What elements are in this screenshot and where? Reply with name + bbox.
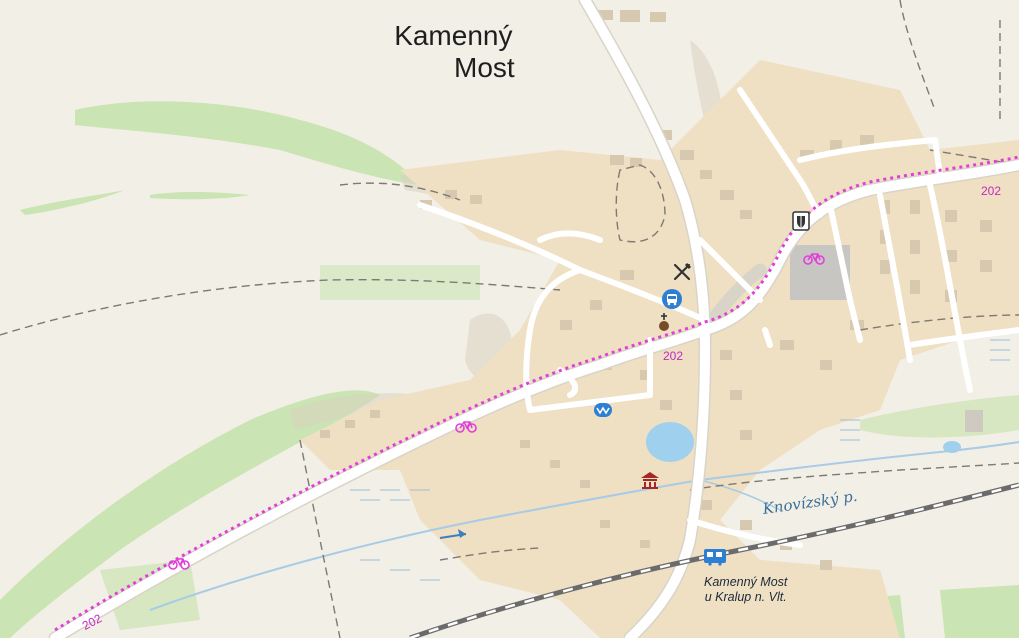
route-label-202-center: 202 [663, 349, 684, 363]
station-label[interactable]: Kamenný Most u Kralup n. Vlt. [704, 575, 787, 605]
monument-icon[interactable] [639, 470, 661, 490]
railway-layer [409, 482, 1019, 638]
station-label-line2: u Kralup n. Vlt. [704, 590, 787, 604]
train-station-icon[interactable] [703, 546, 727, 566]
route-label-202-east: 202 [981, 184, 1002, 198]
bicycle-route-icon-east[interactable] [803, 250, 825, 266]
pond [646, 422, 694, 462]
wetland-layer [350, 339, 1010, 581]
flow-direction-arrow [439, 529, 467, 539]
restaurant-icon[interactable] [672, 262, 694, 284]
place-label[interactable]: Kamenný Most [392, 20, 515, 84]
town-hall-icon[interactable] [791, 210, 811, 232]
place-label-line2: Most [454, 52, 515, 83]
cycle-route-202[interactable] [54, 155, 1019, 632]
bicycle-route-icon-west[interactable] [168, 555, 190, 571]
bus-stop-icon[interactable] [661, 288, 683, 310]
buildings-layer [320, 10, 992, 570]
water-source-icon[interactable] [593, 402, 613, 418]
station-label-line1: Kamenný Most [704, 575, 788, 589]
place-label-line1: Kamenný [394, 20, 513, 51]
bicycle-route-icon-center[interactable] [455, 418, 477, 434]
church-icon[interactable] [656, 312, 672, 334]
